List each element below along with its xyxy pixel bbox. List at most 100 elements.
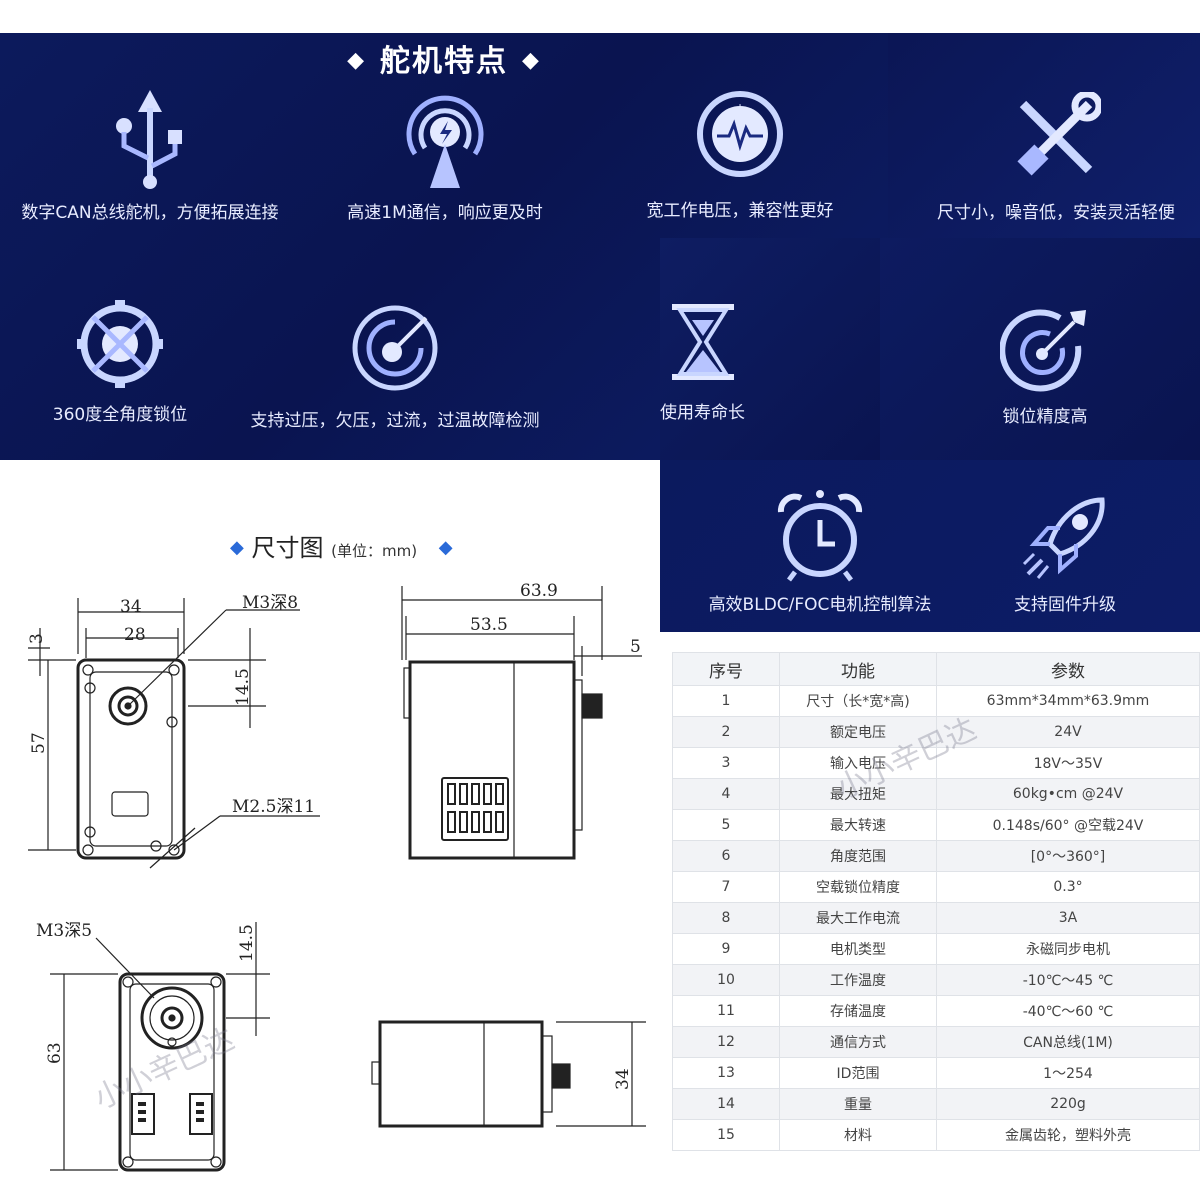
cell-index: 15 bbox=[672, 1119, 780, 1151]
cell-index: 2 bbox=[672, 716, 780, 748]
features-title: ◆舵机特点◆ bbox=[347, 44, 541, 79]
feature-item-firmware-upgrade: 支持固件升级 bbox=[990, 494, 1140, 615]
cell-function: 空载锁位精度 bbox=[779, 871, 937, 903]
tools-icon bbox=[1017, 92, 1101, 176]
col-header-function: 功能 bbox=[779, 652, 937, 686]
cell-function: 最大工作电流 bbox=[779, 902, 937, 934]
feature-label: 高速1M通信，响应更及时 bbox=[347, 203, 543, 223]
cell-function: 通信方式 bbox=[779, 1026, 937, 1058]
cell-function: 工作温度 bbox=[779, 964, 937, 996]
diamond-icon: ◆ bbox=[347, 48, 366, 73]
cell-index: 14 bbox=[672, 1088, 780, 1120]
dim-label-3: 3 bbox=[27, 633, 47, 644]
feature-item-foc-algorithm: 高效BLDC/FOC电机控制算法 bbox=[680, 488, 960, 615]
voltmeter-icon: + bbox=[697, 91, 783, 177]
dim-label-m3-depth5: M3深5 bbox=[36, 921, 92, 941]
cell-value: 0.3° bbox=[936, 871, 1200, 903]
diamond-icon: ◆ bbox=[230, 537, 244, 558]
cell-value: CAN总线(1M) bbox=[936, 1026, 1200, 1058]
cell-function: 角度范围 bbox=[779, 840, 937, 872]
features-panel-notch bbox=[660, 238, 880, 466]
cell-value: 1～254 bbox=[936, 1057, 1200, 1089]
dim-label-57: 57 bbox=[29, 732, 49, 754]
cell-value: 永磁同步电机 bbox=[936, 933, 1200, 965]
col-header-index: 序号 bbox=[672, 652, 780, 686]
dim-label-28: 28 bbox=[124, 625, 146, 645]
features-panel-bottom bbox=[660, 460, 1200, 632]
top-view-drawing: 34 bbox=[371, 1020, 646, 1128]
feature-label: 支持固件升级 bbox=[1014, 595, 1116, 615]
cell-function: 材料 bbox=[779, 1119, 937, 1151]
cell-function: 尺寸（长*宽*高) bbox=[779, 685, 937, 717]
cell-value: 24V bbox=[936, 716, 1200, 748]
dimension-title: ◆ 尺寸图 (单位：mm) ◆ bbox=[230, 534, 453, 562]
dim-label-5: 5 bbox=[630, 637, 641, 657]
cell-function: 最大扭矩 bbox=[779, 778, 937, 810]
cell-index: 4 bbox=[672, 778, 780, 810]
feature-item-small-quiet: 尺寸小，噪音低，安装灵活轻便 bbox=[920, 92, 1192, 223]
cell-index: 12 bbox=[672, 1026, 780, 1058]
dim-label-14-5-back: 14.5 bbox=[237, 924, 257, 962]
dim-label-34: 34 bbox=[120, 597, 142, 617]
target-lock-icon bbox=[77, 300, 163, 388]
alarm-clock-icon bbox=[777, 490, 863, 582]
diamond-icon: ◆ bbox=[438, 537, 453, 558]
feature-item-long-life: 使用寿命长 bbox=[600, 302, 805, 423]
cell-function: 额定电压 bbox=[779, 716, 937, 748]
cell-value: -10℃～45 ℃ bbox=[936, 964, 1200, 996]
feature-label: 高效BLDC/FOC电机控制算法 bbox=[708, 595, 932, 615]
diamond-icon: ◆ bbox=[522, 48, 541, 73]
dim-label-63-9: 63.9 bbox=[520, 581, 558, 601]
cell-function: 最大转速 bbox=[779, 809, 937, 841]
dim-label-34-top: 34 bbox=[613, 1068, 633, 1090]
feature-item-can-bus: 数字CAN总线舵机，方便拓展连接 bbox=[0, 88, 300, 223]
cell-function: 电机类型 bbox=[779, 933, 937, 965]
cell-value: 0.148s/60° @空载24V bbox=[936, 809, 1200, 841]
back-view-drawing: M3深5 14.5 63 bbox=[36, 921, 270, 1172]
feature-item-lock-precision: 锁位精度高 bbox=[930, 306, 1160, 427]
col-header-value: 参数 bbox=[936, 652, 1200, 686]
radar-icon bbox=[352, 305, 438, 391]
cell-index: 10 bbox=[672, 964, 780, 996]
feature-label: 360度全角度锁位 bbox=[52, 405, 188, 425]
signal-icon bbox=[406, 95, 484, 188]
svg-text:+: + bbox=[735, 101, 745, 115]
feature-item-1m-comm: 高速1M通信，响应更及时 bbox=[300, 92, 590, 223]
cell-index: 13 bbox=[672, 1057, 780, 1089]
dim-label-53-5: 53.5 bbox=[470, 615, 508, 635]
rocket-icon bbox=[1022, 497, 1105, 579]
feature-item-360-lock: 360度全角度锁位 bbox=[0, 298, 240, 425]
feature-item-wide-voltage: + 宽工作电压，兼容性更好 bbox=[590, 90, 890, 221]
cell-index: 5 bbox=[672, 809, 780, 841]
cell-value: 63mm*34mm*63.9mm bbox=[936, 685, 1200, 717]
cell-function: 输入电压 bbox=[779, 747, 937, 779]
dart-target-icon bbox=[1000, 309, 1086, 392]
usb-icon bbox=[116, 90, 182, 189]
feature-label: 锁位精度高 bbox=[1002, 407, 1088, 427]
cell-function: ID范围 bbox=[779, 1057, 937, 1089]
cell-value: [0°～360°] bbox=[936, 840, 1200, 872]
feature-label: 使用寿命长 bbox=[660, 403, 745, 423]
dim-label-14-5: 14.5 bbox=[233, 668, 253, 706]
feature-item-fault-detect: 支持过压，欠压，过流，过温故障检测 bbox=[230, 302, 560, 431]
dim-label-63: 63 bbox=[45, 1042, 65, 1064]
dim-label-m3-depth8: M3深8 bbox=[242, 593, 298, 613]
cell-value: 18V～35V bbox=[936, 747, 1200, 779]
cell-index: 1 bbox=[672, 685, 780, 717]
cell-index: 7 bbox=[672, 871, 780, 903]
cell-index: 9 bbox=[672, 933, 780, 965]
